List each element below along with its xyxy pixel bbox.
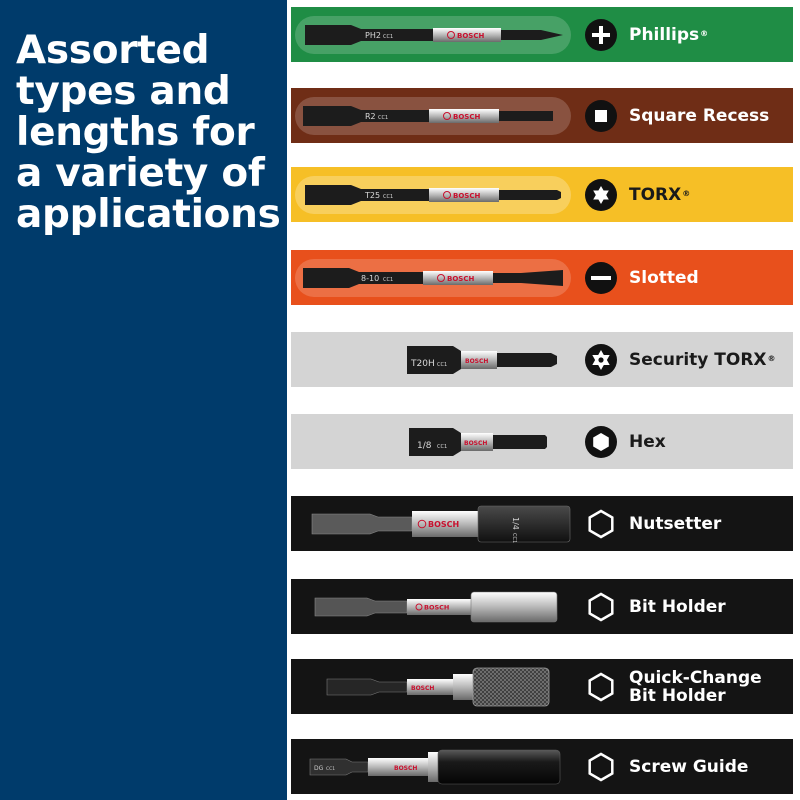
phillips-bit-image: PH2 CC1 BOSCH [295,15,571,54]
bit-brand-text: BOSCH [428,520,459,529]
bit-cc-text: CC1 [511,533,517,543]
bit-row-nutsetter: BOSCH 1/4 CC1 Nutsetter [291,496,793,551]
bit-type-label: Hex [629,433,667,451]
bit-brand-text: BOSCH [411,685,434,692]
bit-type-label: Phillips® [629,26,708,44]
hex-bit-image: 1/8 CC1 BOSCH [409,427,547,456]
bit-marking-text: R2 [365,112,376,121]
bit-marking-text: 1/8 [417,441,432,451]
bit-row-slotted: 8-10 CC1 BOSCH Slotted [291,250,793,305]
bit-brand-text: BOSCH [453,113,480,121]
slotted-icon [585,261,617,294]
bit-holder-image: BOSCH [314,591,558,622]
bit-cc-text: CC1 [437,444,447,450]
nutsetter-image: BOSCH 1/4 CC1 [311,505,571,543]
square-recess-icon [585,99,617,132]
torx-bit-image: T25 CC1 BOSCH [295,175,571,214]
hex-outline-icon [588,672,614,701]
bit-type-label: Slotted [629,269,700,287]
bit-type-label: Nutsetter [629,515,722,533]
bit-row-phillips: PH2 CC1 BOSCH Phillips® [291,7,793,62]
bit-brand-text: BOSCH [394,765,417,772]
bit-image-area: 1/8 CC1 BOSCH [291,414,576,469]
bit-type-name-line-2: Bit Holder [629,685,726,706]
registered-mark: ® [700,28,709,38]
bit-row-torx: T25 CC1 BOSCH TORX® [291,167,793,222]
bit-type-label: Bit Holder [629,598,727,616]
registered-mark: ® [682,188,691,198]
bit-row-screw-guide: DG CC1 BOSCH Screw Guide [291,739,793,794]
bit-type-name: TORX [629,184,682,205]
bit-cc-text: CC1 [378,115,388,121]
bit-marking-text: 1/4 [511,517,520,530]
headline: Assorted types and lengths for a variety… [16,30,281,235]
bit-image-area: BOSCH 1/4 CC1 [291,496,576,551]
bit-brand-text: BOSCH [447,275,474,283]
bit-image-area: PH2 CC1 BOSCH [291,7,576,62]
bit-type-label: TORX® [629,186,690,204]
headline-line-1: Assorted [16,28,210,73]
bit-row-square-recess: R2 CC1 BOSCH Square Recess [291,88,793,143]
headline-line-2: types and [16,69,231,114]
bit-image-area: T20H CC1 BOSCH [291,332,576,387]
bit-image-area: R2 CC1 BOSCH [291,88,576,143]
square-recess-bit-image: R2 CC1 BOSCH [295,96,571,135]
bit-image-area: BOSCH [291,579,576,634]
bit-brand-text: BOSCH [457,32,484,40]
bit-image-area: T25 CC1 BOSCH [291,167,576,222]
bit-type-name: Security TORX [629,349,767,370]
bit-brand-text: BOSCH [464,440,487,447]
bit-type-name: Square Recess [629,105,770,126]
bit-cc-text: CC1 [437,362,447,368]
bit-type-name: Nutsetter [629,513,722,534]
bit-row-quick-change-bit-holder: BOSCH Quick-Change Bit Holder [291,659,793,714]
bit-brand-text: BOSCH [453,192,480,200]
hex-outline-icon [588,592,614,621]
bit-type-name: Slotted [629,267,699,288]
headline-line-3: lengths for [16,110,255,155]
bit-type-label: Quick-Change Bit Holder [629,669,762,705]
bit-marking-text: T25 [364,191,380,200]
bit-cc-text: CC1 [383,34,393,40]
bit-type-label: Screw Guide [629,758,749,776]
bit-row-bit-holder: BOSCH Bit Holder [291,579,793,634]
bit-row-security-torx: T20H CC1 BOSCH Security TORX® [291,332,793,387]
bit-cc-text: CC1 [383,277,393,283]
bit-type-name: Hex [629,431,666,452]
bit-brand-text: BOSCH [424,603,449,611]
bit-marking-text: PH2 [365,31,381,40]
quick-change-bit-holder-image: BOSCH [326,667,550,706]
bit-cc-text: CC1 [383,194,393,200]
registered-mark: ® [767,353,776,363]
left-panel: Assorted types and lengths for a variety… [0,0,287,800]
bit-image-area: DG CC1 BOSCH [291,739,576,794]
bit-type-name: Quick-Change [629,667,762,688]
bit-type-name: Phillips [629,24,700,45]
bit-marking-text: 8-10 [361,274,379,283]
headline-line-5: applications [16,192,281,237]
hex-icon [585,425,617,458]
bit-type-name: Bit Holder [629,596,726,617]
security-torx-icon [585,343,617,376]
screw-guide-image: DG CC1 BOSCH [309,749,561,784]
bit-type-label: Security TORX® [629,351,776,369]
bit-image-area: BOSCH [291,659,576,714]
hex-outline-icon [588,509,614,538]
bit-brand-text: BOSCH [465,358,488,365]
hex-outline-icon [588,752,614,781]
bit-type-name: Screw Guide [629,756,749,777]
bit-row-hex: 1/8 CC1 BOSCH Hex [291,414,793,469]
bit-marking-text: DG [314,765,324,772]
slotted-bit-image: 8-10 CC1 BOSCH [295,258,571,297]
torx-star-icon [585,178,617,211]
bit-image-area: 8-10 CC1 BOSCH [291,250,576,305]
bit-type-label: Square Recess [629,107,770,125]
bit-cc-text: CC1 [326,766,335,772]
bit-marking-text: T20H [410,359,435,369]
phillips-cross-icon [585,18,617,51]
headline-line-4: a variety of [16,151,265,196]
security-torx-bit-image: T20H CC1 BOSCH [407,345,557,374]
